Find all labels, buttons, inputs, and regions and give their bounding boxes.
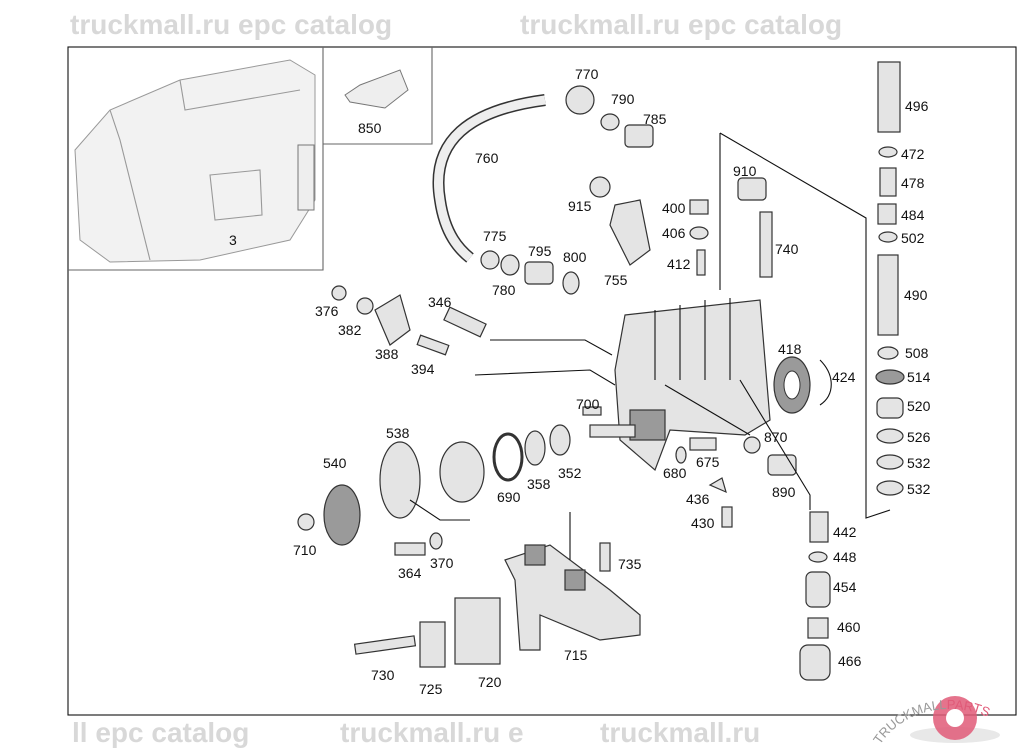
part-label: 740 [775,241,799,257]
part-label: 382 [338,322,362,338]
part-label: 710 [293,542,317,558]
part-label: 870 [764,429,788,445]
part-label: 400 [662,200,686,216]
diagram-frame [67,46,1017,716]
part-label: 720 [478,674,502,690]
part-label: 418 [778,341,802,357]
inset-frame [68,47,433,271]
part-label: 890 [772,484,796,500]
part-label: 538 [386,425,410,441]
part-label: 490 [904,287,928,303]
part-labels: 770 790 785 760 915 400 406 910 740 775 … [293,66,931,697]
part-label: 478 [901,175,925,191]
part-label: 770 [575,66,599,82]
truckmallparts-logo: TRUCKMALLPARTS [870,696,1000,747]
part-label: 388 [375,346,399,362]
part-label: 352 [558,465,582,481]
part-label: 412 [667,256,691,272]
part-label: 790 [611,91,635,107]
part-label: 430 [691,515,715,531]
part-label: 376 [315,303,339,319]
part-label: 760 [475,150,499,166]
inset-label-850: 850 [358,120,382,136]
part-label: 800 [563,249,587,265]
part-label: 780 [492,282,516,298]
part-label: 785 [643,111,667,127]
part-label: 442 [833,524,857,540]
part-label: 725 [419,681,443,697]
part-label: 795 [528,243,552,259]
watermark-text: truckmall.ru epc catalog [70,9,392,40]
part-label: 775 [483,228,507,244]
part-label: 364 [398,565,422,581]
part-label: 526 [907,429,931,445]
part-label: 532 [907,455,931,471]
part-label: 690 [497,489,521,505]
watermark-text: truckmall.ru [600,717,760,748]
watermark-text: truckmall.ru e [340,717,524,748]
watermark-text: ll epc catalog [72,717,249,748]
part-label: 514 [907,369,931,385]
part-label: 472 [901,146,925,162]
part-label: 680 [663,465,687,481]
part-label: 675 [696,454,720,470]
part-label: 715 [564,647,588,663]
part-label: 454 [833,579,857,595]
part-label: 735 [618,556,642,572]
part-label: 466 [838,653,862,669]
part-label: 484 [901,207,925,223]
part-label: 370 [430,555,454,571]
part-label: 358 [527,476,551,492]
leader-lines [409,132,891,560]
part-label: 496 [905,98,929,114]
part-label: 508 [905,345,929,361]
part-label: 532 [907,481,931,497]
part-label: 448 [833,549,857,565]
part-label: 460 [837,619,861,635]
inset-engine-drawing [74,59,409,263]
part-label: 502 [901,230,925,246]
part-label: 700 [576,396,600,412]
part-label: 394 [411,361,435,377]
watermark: truckmall.ru epc catalog truckmall.ru ep… [70,9,842,748]
part-label: 755 [604,272,628,288]
part-label: 915 [568,198,592,214]
part-label: 730 [371,667,395,683]
pump-components [297,61,905,681]
part-label: 910 [733,163,757,179]
inset-label-3: 3 [229,232,237,248]
watermark-text: truckmall.ru epc catalog [520,9,842,40]
part-label: 346 [428,294,452,310]
part-label: 436 [686,491,710,507]
part-label: 540 [323,455,347,471]
part-label: 424 [832,369,856,385]
part-label: 406 [662,225,686,241]
part-label: 520 [907,398,931,414]
